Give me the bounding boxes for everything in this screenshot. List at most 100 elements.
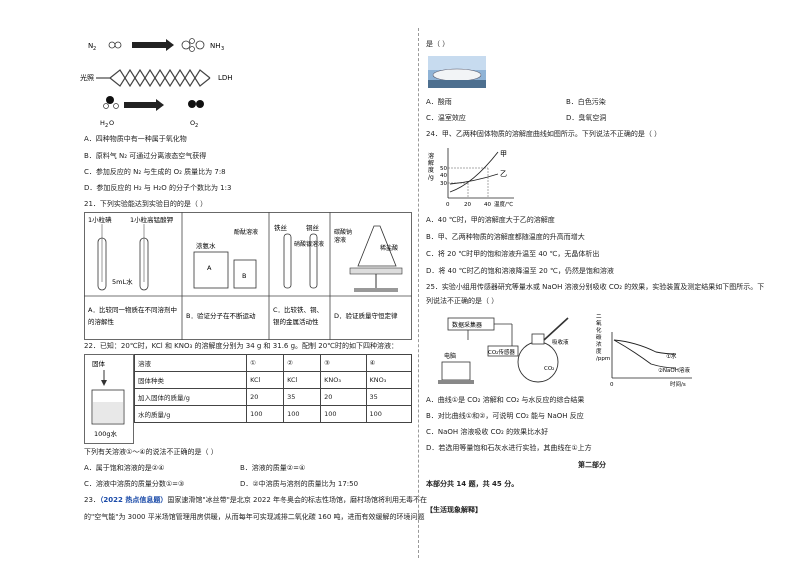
svg-text:40: 40: [484, 202, 491, 208]
q22-beaker-figure: 固体 100g水: [84, 354, 134, 444]
svg-text:银的金属活动性: 银的金属活动性: [273, 317, 319, 326]
svg-text:时间/s: 时间/s: [670, 380, 686, 388]
q22-option-a: A．属于饱和溶液的是②④: [84, 464, 165, 472]
svg-text:固体: 固体: [92, 359, 106, 368]
q25-option-d: D．若选用等量饱和石灰水进行实验，其曲线在①上方: [426, 444, 592, 452]
q24-option-c: C．将 20 ℃时甲的饱和溶液升温至 40 ℃，无晶体析出: [426, 250, 600, 258]
svg-text:氧: 氧: [596, 319, 602, 327]
svg-text:1小粒高锰酸钾: 1小粒高锰酸钾: [130, 215, 173, 224]
svg-text:②NaOH溶液: ②NaOH溶液: [658, 366, 690, 374]
q25-option-c: C．NaOH 溶液吸收 CO₂ 的效果比水好: [426, 428, 549, 436]
q20-option-a: A．四种物质中有一种属于氧化物: [84, 135, 187, 143]
q23-tag: （2022 热点信息题）: [99, 496, 168, 504]
q20-option-b: B．原料气 N₂ 可通过分离液态空气获得: [84, 152, 207, 160]
svg-text:乙: 乙: [500, 170, 507, 178]
q22-table: 溶液 ① ② ③ ④ 固体种类 KCl KCl KNO₃ KNO₃ 加入固体的质…: [133, 354, 413, 423]
q22-stem: 22．已知：20℃时，KCl 和 KNO₃ 的溶解度分别为 34 g 和 31.…: [84, 342, 399, 350]
svg-text:浓氨水: 浓氨水: [196, 241, 216, 250]
part-two-heading: 第二部分: [578, 461, 606, 469]
svg-text:0: 0: [610, 382, 614, 388]
q23-option-d: D．臭氧空洞: [566, 114, 607, 122]
svg-text:碳: 碳: [596, 333, 602, 341]
svg-text:LDH: LDH: [218, 74, 233, 82]
svg-text:0: 0: [446, 202, 450, 208]
svg-text:40: 40: [440, 173, 447, 179]
q20-option-d: D．参加反应的 H₂ 与 H₂O 的分子个数比为 1:3: [84, 184, 232, 192]
q21-option-a: A．比较同一物质在不同溶剂中: [88, 305, 177, 314]
svg-text:吸收液: 吸收液: [552, 338, 569, 346]
svg-text:二: 二: [596, 314, 602, 320]
svg-text:酚酞溶液: 酚酞溶液: [234, 228, 258, 236]
svg-text:O: O: [109, 119, 114, 127]
q24-solubility-chart: 溶 解 度 /g 50 40 30 甲 乙 0 20 40 温度/℃: [428, 148, 514, 208]
svg-text:/g: /g: [428, 174, 434, 181]
arrow-icon: [132, 39, 174, 51]
svg-text:H: H: [100, 119, 105, 127]
svg-text:溶: 溶: [428, 152, 434, 160]
light-label: 光照: [80, 73, 94, 82]
svg-text:30: 30: [440, 181, 447, 187]
section-heading: 【生活现象解释】: [426, 506, 482, 514]
svg-text:CO₂传感器: CO₂传感器: [488, 348, 515, 356]
q22-question: 下列有关溶液①～④的说法不正确的是（ ）: [84, 448, 218, 456]
svg-text:度: 度: [428, 166, 434, 174]
svg-text:碳酸钠: 碳酸钠: [334, 228, 352, 236]
q23-line1: 23．（2022 热点信息题）国家速滑馆"冰丝带"是北京 2022 年冬奥会的标…: [84, 496, 428, 504]
svg-text:温度/℃: 温度/℃: [494, 200, 513, 208]
q25-option-b: B．对比曲线①和②，可说明 CO₂ 能与 NaOH 反应: [426, 412, 584, 420]
q23-continuation: 是（ ）: [426, 40, 450, 48]
q24-option-a: A．40 ℃时，甲的溶解度大于乙的溶解度: [426, 216, 555, 224]
svg-text:甲: 甲: [500, 150, 507, 158]
svg-text:O: O: [190, 119, 195, 127]
arrow-icon: [124, 99, 164, 111]
svg-text:电脑: 电脑: [444, 352, 456, 360]
svg-text:2: 2: [195, 123, 198, 129]
q22-option-b: B．溶液的质量②=④: [240, 464, 306, 472]
svg-text:5mL水: 5mL水: [112, 277, 133, 286]
q24-option-d: D．将 40 ℃时乙的饱和溶液降温至 20 ℃，仍然是饱和溶液: [426, 267, 614, 275]
q21-stem: 21．下列实验能达到实验目的的是（ ）: [84, 200, 208, 208]
q21-option-c: C．比较铁、铜、: [273, 305, 323, 314]
svg-text:B: B: [242, 272, 246, 280]
q25-option-a: A．曲线①是 CO₂ 溶解和 CO₂ 与水反应的综合结果: [426, 396, 585, 404]
svg-text:浓: 浓: [596, 340, 602, 348]
svg-text:2: 2: [105, 123, 108, 129]
q23-option-c: C．温室效应: [426, 114, 466, 122]
q20-option-c: C．参加反应的 N₂ 与生成的 O₂ 质量比为 7:8: [84, 168, 226, 176]
svg-text:度: 度: [596, 347, 602, 355]
svg-text:数据采集器: 数据采集器: [452, 321, 482, 329]
q23-line2: 的"空气能"为 3000 平米场馆管理用房供暖，从而每年可实现减排二氧化碳 16…: [84, 513, 425, 521]
svg-text:/ppm: /ppm: [596, 356, 610, 362]
q22-option-d: D．②中溶质与溶剂的质量比为 17:50: [240, 480, 359, 488]
q25-stem-line2: 列说法不正确的是（ ）: [426, 297, 499, 305]
n2-label: N: [88, 42, 93, 50]
svg-text:①水: ①水: [666, 352, 677, 360]
svg-text:CO₂: CO₂: [544, 366, 554, 372]
column-divider: [418, 28, 419, 558]
svg-text:2: 2: [93, 46, 96, 52]
q22-option-c: C．溶液中溶质的质量分数①=③: [84, 480, 185, 488]
svg-text:解: 解: [428, 159, 434, 167]
q25-concentration-chart: 二 氧 化 碳 浓 度 /ppm ①水 ②NaOH溶液 0 时间/s: [596, 314, 692, 388]
svg-text:稀盐酸: 稀盐酸: [380, 244, 398, 252]
svg-text:1小粒碘: 1小粒碘: [88, 215, 112, 224]
svg-text:铜丝: 铜丝: [306, 223, 320, 232]
svg-text:溶液: 溶液: [334, 236, 346, 244]
svg-text:化: 化: [596, 326, 602, 334]
q21-option-d: D．验证质量守恒定律: [334, 311, 398, 320]
svg-text:铁丝: 铁丝: [274, 223, 288, 232]
q24-option-b: B．甲、乙两种物质的溶解度都随温度的升高而增大: [426, 233, 585, 241]
svg-text:的溶解性: 的溶解性: [88, 317, 115, 326]
svg-text:3: 3: [221, 46, 224, 52]
q23-option-a: A．酸雨: [426, 98, 452, 106]
speed-skating-oval-photo: [428, 56, 486, 88]
svg-text:50: 50: [440, 166, 447, 172]
q21-option-b: B．验证分子在不断运动: [186, 311, 256, 320]
q25-stem-line1: 25．实验小组用传感器研究等量水或 NaOH 溶液分别吸收 CO₂ 的效果，实验…: [426, 283, 765, 291]
svg-text:NH: NH: [210, 42, 221, 50]
svg-text:硝酸银溶液: 硝酸银溶液: [294, 240, 324, 248]
q21-experiments-figure: 1小粒碘 1小粒高锰酸钾 5mL水 浓氨水 酚酞溶液 A B 铁丝 铜丝 硝酸银…: [84, 212, 412, 340]
svg-text:100g水: 100g水: [94, 429, 118, 438]
